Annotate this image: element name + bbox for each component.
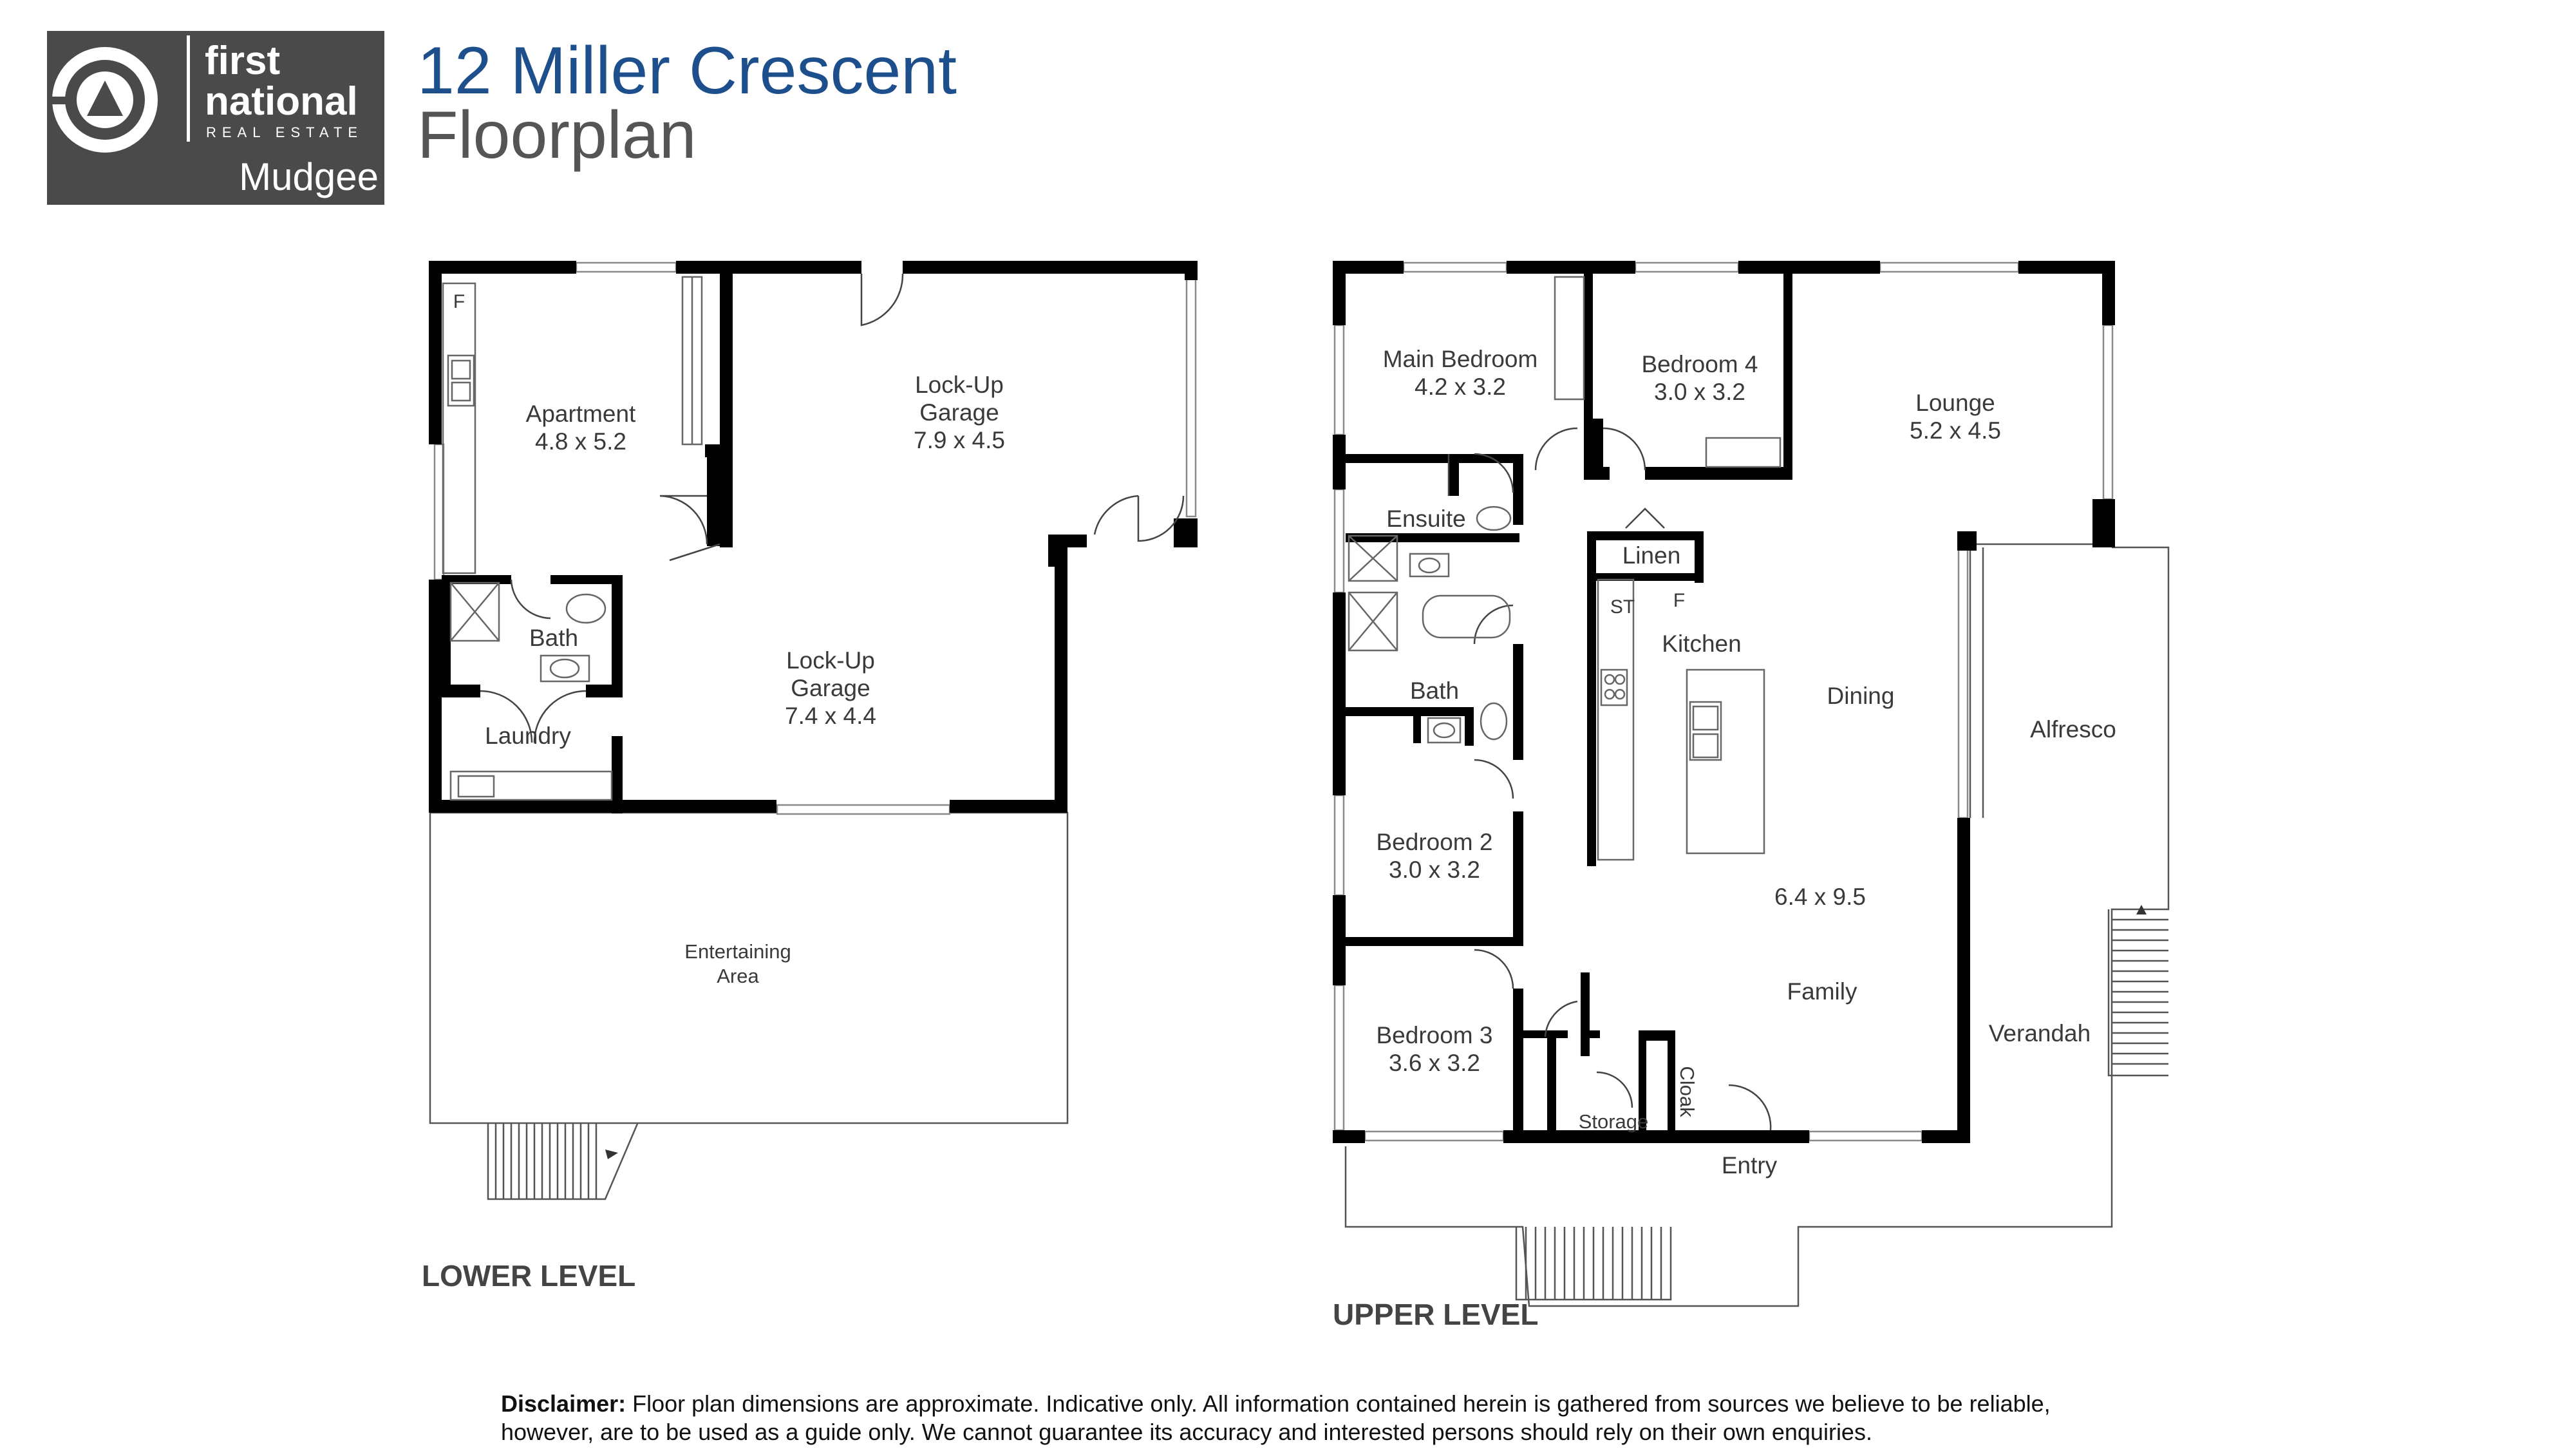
- garage-top-size: 7.9 x 4.5: [914, 427, 1005, 453]
- fridge-f-label: F: [1673, 590, 1685, 611]
- bedroom3-label: Bedroom 3: [1377, 1022, 1493, 1048]
- bath-shower-icon: [1348, 591, 1398, 652]
- basin-icon: [540, 654, 590, 683]
- upper-level-plan: Main Bedroom 4.2 x 3.2 Bedroom 4 3.0 x 3…: [1333, 261, 2170, 1331]
- upper-bath-label: Bath: [1410, 677, 1459, 704]
- main-bedroom-size: 4.2 x 3.2: [1415, 374, 1506, 400]
- window: [1333, 984, 1345, 1132]
- logo-first: first: [205, 39, 280, 83]
- ensuite-label: Ensuite: [1386, 506, 1465, 532]
- garage-door-opening: [776, 804, 951, 815]
- lower-walls: [429, 261, 1198, 813]
- bathtub-icon: [1422, 594, 1511, 639]
- upper-walls: [1333, 261, 2115, 1143]
- window: [1333, 794, 1345, 896]
- garage-top-label-1: Lock-Up: [915, 372, 1004, 398]
- apartment-label: Apartment: [526, 401, 636, 427]
- sink-icon: [447, 354, 475, 407]
- disclaimer-line2: however, are to be used as a guide only.…: [501, 1419, 1872, 1445]
- upper-doors: [1447, 427, 1772, 1131]
- lower-stairs: [487, 1123, 639, 1200]
- bedroom4-size: 3.0 x 3.2: [1654, 379, 1745, 405]
- window: [2102, 324, 2114, 500]
- lounge-size: 5.2 x 4.5: [1910, 417, 2001, 444]
- toilet-icon: [565, 593, 606, 624]
- window: [1364, 1130, 1505, 1142]
- kitchen-label: Kitchen: [1662, 630, 1741, 657]
- upper-level-label: UPPER LEVEL: [1333, 1298, 1539, 1331]
- logo-real-estate: REAL ESTATE: [206, 124, 363, 140]
- window: [1185, 264, 1197, 518]
- ensuite-basin-icon: [1409, 553, 1450, 578]
- lower-fixtures: [442, 276, 703, 801]
- island-sink-icon: [1689, 701, 1722, 761]
- dining-label: Dining: [1827, 683, 1895, 709]
- entertaining-label-1: Entertaining: [684, 940, 791, 963]
- kitchen-bench: [1597, 578, 1635, 861]
- bedroom2-label: Bedroom 2: [1377, 829, 1493, 855]
- window: [1402, 261, 1508, 273]
- bath-toilet-icon: [1480, 702, 1508, 741]
- sliding-door: [1957, 546, 1969, 819]
- upper-stairs-front: [1515, 1227, 1672, 1301]
- page-subtitle: Floorplan: [417, 98, 697, 173]
- lower-bath-label: Bath: [529, 625, 578, 651]
- garage-bottom-label-2: Garage: [791, 675, 870, 701]
- linen-label: Linen: [1622, 542, 1681, 569]
- disclaimer-label: Disclaimer:: [501, 1390, 626, 1417]
- page-title: 12 Miller Crescent: [417, 33, 957, 108]
- lower-level-plan: F Apartment 4.8 x 5.2 Lock-Up Garage 7.9…: [422, 261, 1198, 1293]
- bedroom2-size: 3.0 x 3.2: [1389, 857, 1480, 883]
- alfresco-label: Alfresco: [2030, 716, 2116, 743]
- ensuite-shower-icon: [1348, 535, 1398, 582]
- logo-national: national: [205, 79, 358, 124]
- ensuite-toilet-icon: [1476, 506, 1512, 531]
- window: [1333, 488, 1345, 594]
- cooktop-icon: [1600, 668, 1628, 706]
- bath-basin-icon: [1427, 717, 1462, 744]
- lower-doors: [480, 273, 1185, 743]
- garage-bottom-label-1: Lock-Up: [786, 647, 875, 674]
- disclaimer: Disclaimer: Floor plan dimensions are ap…: [501, 1390, 2111, 1446]
- garage-bottom-size: 7.4 x 4.4: [785, 703, 876, 729]
- shower-icon: [449, 582, 500, 642]
- kitchen-island: [1686, 668, 1765, 855]
- family-label: Family: [1787, 978, 1857, 1005]
- storage-st-label: ST: [1610, 596, 1635, 618]
- disclaimer-line1: Floor plan dimensions are approximate. I…: [626, 1390, 2051, 1417]
- verandah-outline: [1344, 543, 2170, 1307]
- lounge-label: Lounge: [1915, 390, 1995, 416]
- cloak-label: Cloak: [1676, 1066, 1698, 1117]
- entertaining-label-2: Area: [717, 965, 759, 987]
- window: [1808, 1130, 1923, 1142]
- window: [1634, 261, 1740, 273]
- agency-logo: first national REAL ESTATE Mudgee: [47, 31, 384, 205]
- fridge-label: F: [453, 291, 465, 312]
- garage-top-label-2: Garage: [919, 399, 999, 426]
- laundry-label: Laundry: [485, 723, 571, 749]
- window: [1333, 324, 1345, 436]
- verandah-label: Verandah: [1989, 1020, 2091, 1046]
- laundry-tub-icon: [457, 775, 495, 798]
- bedroom4-label: Bedroom 4: [1642, 351, 1758, 377]
- window: [1879, 261, 2020, 273]
- window: [575, 261, 677, 273]
- logo-mark-icon: [50, 47, 158, 153]
- bedroom3-size: 3.6 x 3.2: [1389, 1050, 1480, 1076]
- apartment-size: 4.8 x 5.2: [535, 428, 626, 455]
- lower-level-label: LOWER LEVEL: [422, 1259, 635, 1293]
- entry-label: Entry: [1722, 1152, 1778, 1179]
- living-size: 6.4 x 9.5: [1774, 884, 1866, 910]
- upper-fixtures: [1348, 276, 1782, 861]
- storage-label: Storage: [1579, 1110, 1649, 1133]
- logo-office: Mudgee: [239, 155, 379, 198]
- upper-stairs-side: [2107, 905, 2168, 1077]
- main-bedroom-label: Main Bedroom: [1383, 346, 1538, 372]
